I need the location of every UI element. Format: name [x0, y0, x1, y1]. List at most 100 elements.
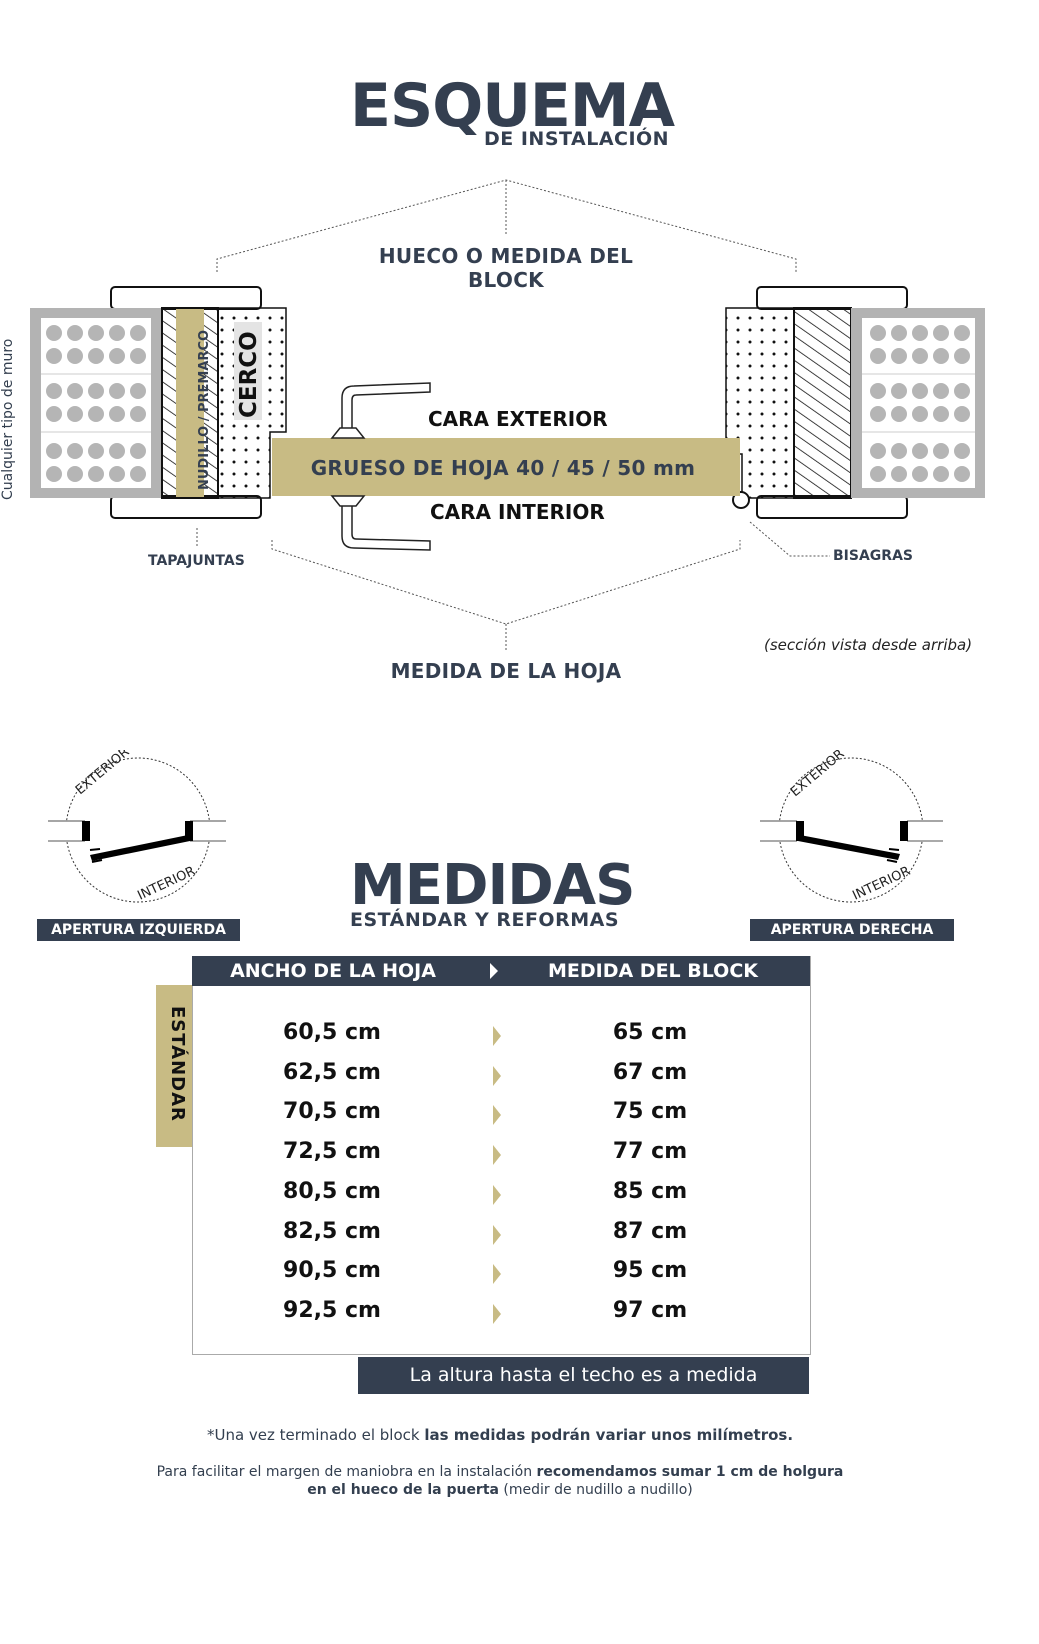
column-header-hoja: ANCHO DE LA HOJA: [230, 960, 436, 982]
brick-dot: [109, 348, 125, 364]
nudillo-right: [793, 307, 852, 499]
block-size-cell: 95 cm: [612, 1258, 688, 1284]
brick-dot: [109, 325, 125, 341]
brick-dot: [870, 406, 886, 422]
brick-dot: [130, 325, 146, 341]
note-tolerance-bold: las medidas podrán variar unos milímetro…: [424, 1426, 794, 1444]
wall-type-label: Cualquier tipo de muro: [0, 338, 16, 500]
leaf-bracket: [196, 521, 830, 650]
row-arrow-icon: [493, 1105, 501, 1126]
note-clearance-text: Para facilitar el margen de maniobra en …: [156, 1464, 537, 1480]
brick-dot: [46, 325, 62, 341]
brick-dot: [109, 383, 125, 399]
standard-side-label: ESTÁNDAR: [167, 1006, 188, 1122]
tapajuntas-top-right: [756, 286, 908, 310]
hoja-width-cell: 92,5 cm: [283, 1297, 381, 1323]
brick-dot: [67, 348, 83, 364]
medidas-title: MEDIDAS: [350, 853, 635, 918]
hoja-width-cell: 80,5 cm: [283, 1178, 381, 1204]
note-tolerance-text: *Una vez terminado el block: [206, 1426, 425, 1444]
row-arrow-icon: [493, 1065, 501, 1086]
brick-dot: [88, 406, 104, 422]
brick-dot: [891, 348, 907, 364]
brick-dot: [912, 406, 928, 422]
right-opening-diagram: EXTERIOR INTERIOR: [755, 750, 969, 904]
leaf-measure-label: MEDIDA DE LA HOJA: [390, 659, 622, 683]
row-arrow-icon: [493, 1264, 501, 1285]
note-tolerance: *Una vez terminado el block las medidas …: [0, 1426, 1000, 1444]
hoja-width-cell: 72,5 cm: [283, 1139, 381, 1165]
note-clearance-bold-2: en el hueco de la puerta: [307, 1482, 499, 1498]
brick-dot: [870, 325, 886, 341]
door-leaf: [272, 438, 740, 496]
hoja-width-cell: 60,5 cm: [283, 1020, 381, 1045]
brick-dot: [891, 325, 907, 341]
brick-dot: [891, 406, 907, 422]
block-size-cell: 65 cm: [612, 1020, 688, 1045]
cerco-label: CERCO: [236, 331, 262, 418]
door-leaf-left-icon: [90, 835, 190, 861]
block-size-cell: 67 cm: [612, 1059, 688, 1085]
interior-face-label: CARA INTERIOR: [430, 500, 605, 524]
handle-interior-icon: [330, 495, 431, 551]
block-measure-label: HUECO O MEDIDA DEL BLOCK: [378, 244, 634, 292]
door-leaf-right-icon: [798, 835, 900, 860]
page-title: ESQUEMA: [350, 71, 675, 141]
column-header-block: MEDIDA DEL BLOCK: [547, 960, 759, 982]
brick-dot: [933, 348, 949, 364]
handle-exterior-icon: [330, 382, 431, 439]
leaf-thickness-label: GRUESO DE HOJA 40 / 45 / 50 mm: [310, 456, 696, 480]
block-size-cell: 77 cm: [612, 1139, 688, 1165]
brick-dot: [67, 406, 83, 422]
brick-dot: [67, 466, 83, 482]
left-exterior-text: EXTERIOR: [73, 750, 133, 798]
wall-brick-dots-left: [46, 325, 146, 482]
brick-dot: [891, 443, 907, 459]
header-arrow-icon: [490, 963, 498, 979]
brick-dot: [933, 443, 949, 459]
brick-dot: [954, 383, 970, 399]
brick-dot: [46, 406, 62, 422]
brick-dot: [954, 406, 970, 422]
brick-dot: [933, 406, 949, 422]
brick-dot: [67, 383, 83, 399]
tapajuntas-label: TAPAJUNTAS: [148, 553, 245, 569]
right-exterior-text: EXTERIOR: [788, 750, 848, 800]
tapajuntas-top-left: [110, 286, 262, 310]
brick-dot: [954, 325, 970, 341]
block-bracket: [216, 179, 797, 272]
brick-dot: [870, 348, 886, 364]
brick-dot: [130, 348, 146, 364]
left-opening-diagram: EXTERIOR INTERIOR: [30, 750, 244, 904]
brick-dot: [130, 466, 146, 482]
brick-dot: [870, 383, 886, 399]
brick-dot: [109, 466, 125, 482]
brick-dot: [46, 348, 62, 364]
brick-dot: [109, 406, 125, 422]
block-size-cell: 97 cm: [612, 1297, 688, 1323]
note-clearance-bold: recomendamos sumar 1 cm de holgura: [536, 1464, 844, 1480]
row-arrow-icon: [493, 1184, 501, 1205]
brick-dot: [67, 325, 83, 341]
brick-dot: [88, 325, 104, 341]
brick-dot: [88, 348, 104, 364]
brick-dot: [870, 443, 886, 459]
brick-dot: [933, 466, 949, 482]
brick-dot: [130, 383, 146, 399]
section-note: (sección vista desde arriba): [764, 636, 973, 654]
brick-dot: [46, 383, 62, 399]
block-size-cell: 75 cm: [612, 1099, 688, 1125]
brick-dot: [891, 466, 907, 482]
hoja-width-cell: 82,5 cm: [283, 1218, 381, 1244]
row-arrow-icon: [493, 1145, 501, 1166]
bisagras-label: BISAGRAS: [833, 548, 913, 564]
tapajuntas-bottom-right: [756, 495, 908, 519]
measures-table: [192, 956, 811, 1355]
brick-dot: [912, 466, 928, 482]
nudillo-label: NUDILLO / PREMARCO: [197, 329, 212, 490]
wall-brick-dots-right: [870, 325, 970, 482]
brick-dot: [130, 443, 146, 459]
standard-side-tab: [156, 985, 192, 1147]
brick-dot: [46, 466, 62, 482]
right-interior-text: INTERIOR: [850, 864, 912, 904]
